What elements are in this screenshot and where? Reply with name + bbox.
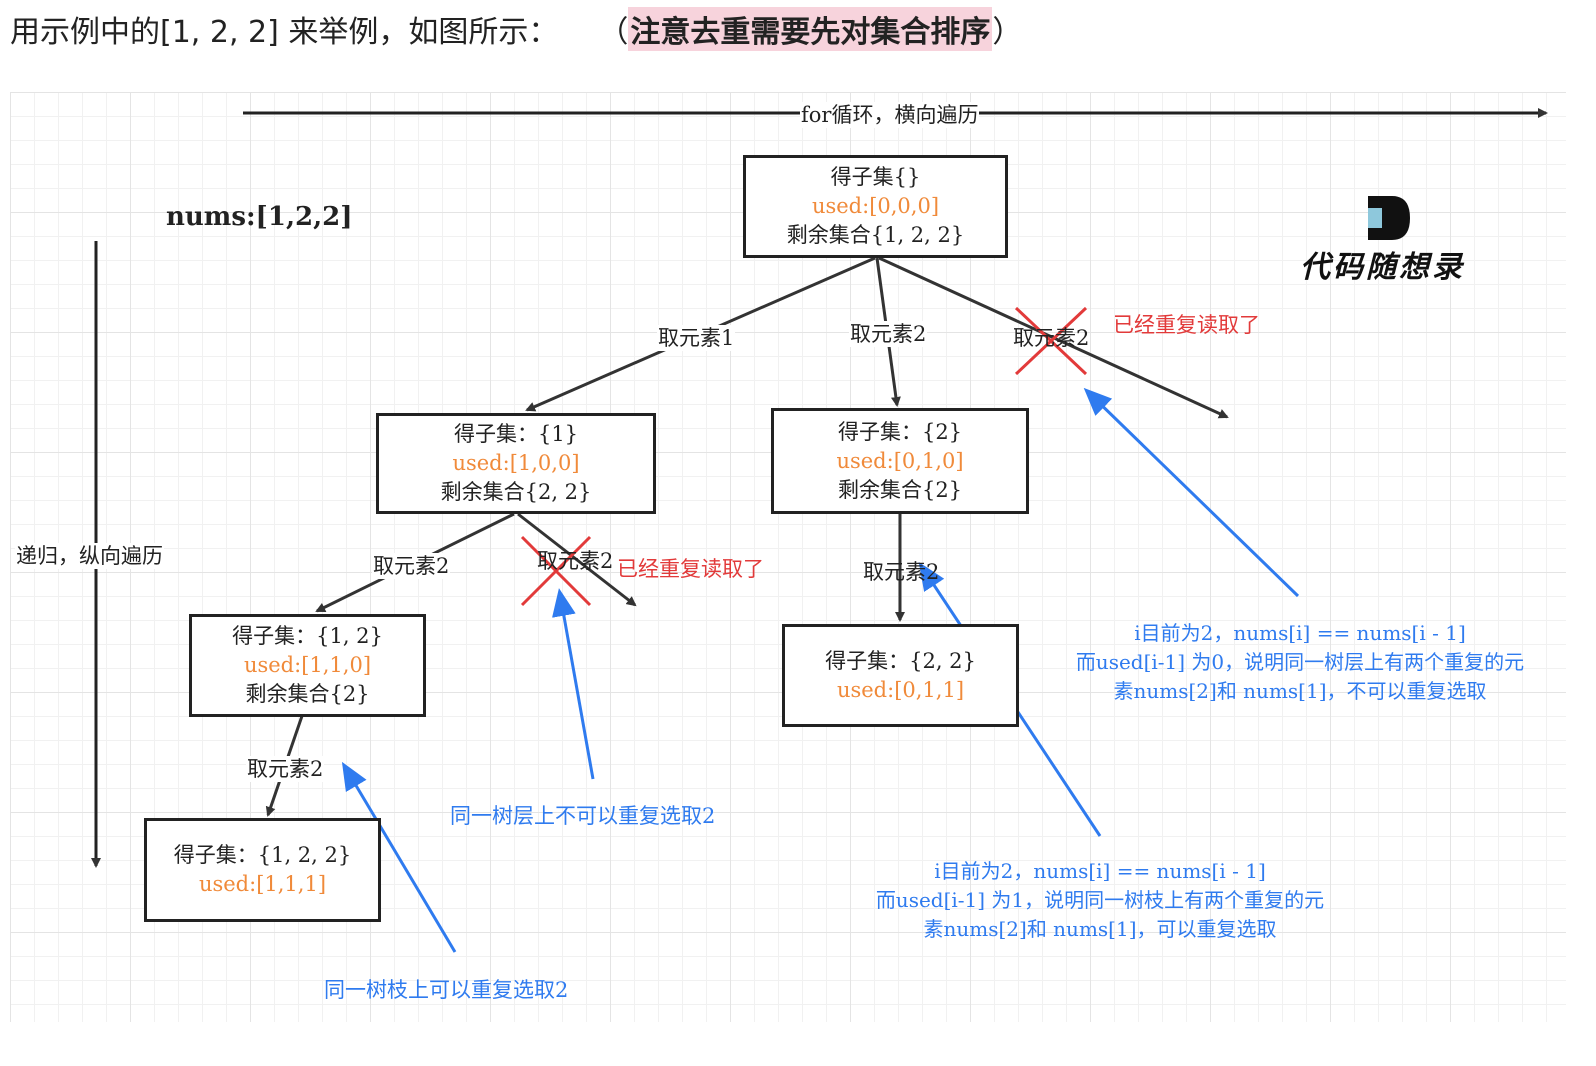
node-n22: 得子集：{2, 2} used:[0,1,1] [782,624,1019,727]
duplicate-note-top: 已经重复读取了 [1113,313,1260,337]
node-n1: 得子集：{1} used:[1,0,0] 剩余集合{2, 2} [376,413,656,514]
prune-cross-top [1014,306,1088,376]
note-mid: i目前为2，nums[i] == nums[i - 1] 而used[i-1] … [850,857,1350,944]
highlight-underlines [269,191,985,875]
node-n1-subset: 得子集：{1} [453,422,579,446]
node-n2-used: used:[0,1,0] [836,448,964,473]
node-n22-subset: 得子集：{2, 2} [825,648,976,673]
nums-label: nums:[1,2,2] [166,202,353,232]
node-n122: 得子集：{1, 2, 2} used:[1,1,1] [144,818,381,922]
edge-label-take2-d: 取元素2 [537,549,614,573]
recursion-label: 递归，纵向遍历 [15,543,164,569]
node-root-remaining: 剩余集合{1, 2, 2} [786,223,965,247]
intro-paren-close: ） [992,15,1023,50]
blue-arrow-right [1083,387,1300,598]
note-right: i目前为2，nums[i] == nums[i - 1] 而used[i-1] … [1050,619,1550,706]
edge-label-take2-a: 取元素2 [849,321,928,347]
edge-label-take2-c: 取元素2 [372,553,451,579]
node-n12: 得子集：{1, 2} used:[1,1,0] 剩余集合{2} [189,614,426,717]
note-mid-line3: 素nums[2]和 nums[1]，可以重复选取 [923,917,1277,941]
edge-label-take2-e: 取元素2 [863,560,940,584]
node-n1-remaining: 剩余集合{2, 2} [440,480,592,504]
edge-label-take2-b: 取元素2 [1013,326,1090,350]
note-tree-branch: 同一树枝上可以重复选取2 [324,978,569,1002]
note-mid-line1: i目前为2，nums[i] == nums[i - 1] [934,859,1266,883]
node-root-used: used:[0,0,0] [811,194,940,218]
intro-paren-open: （ [598,15,629,50]
note-right-line2: 而used[i-1] 为0，说明同一树层上有两个重复的元 [1075,650,1525,674]
node-root: 得子集{} used:[0,0,0] 剩余集合{1, 2, 2} [743,155,1008,258]
node-n2-subset: 得子集：{2} [837,419,963,444]
node-n122-used: used:[1,1,1] [198,872,327,896]
note-mid-line2: 而used[i-1] 为1，说明同一树枝上有两个重复的元 [875,888,1325,912]
intro-line: 用示例中的[1, 2, 2] 来举例，如图所示： （ 注意去重需要先对集合排序 … [10,7,1023,51]
duplicate-note-mid: 已经重复读取了 [617,557,764,581]
note-right-line3: 素nums[2]和 nums[1]，不可以重复选取 [1113,679,1487,703]
logo-text: 代码随想录 [1300,250,1465,285]
edge-label-take2-f: 取元素2 [246,756,325,782]
node-n12-subset: 得子集：{1, 2} [232,624,383,648]
blue-arrow-branch [341,761,457,953]
note-tree-level: 同一树层上不可以重复选取2 [450,804,716,828]
blue-arrow-level [552,588,595,780]
node-root-subset: 得子集{} [830,165,921,189]
prune-cross-mid [520,535,592,607]
for-loop-label: for循环，横向遍历 [800,102,980,128]
intro-highlight: 注意去重需要先对集合排序 [628,7,993,51]
edge-n1-pruned [517,512,637,607]
node-n22-used: used:[0,1,1] [836,677,965,702]
node-n12-remaining: 剩余集合{2} [245,682,370,706]
node-n2-remaining: 剩余集合{2} [837,477,963,502]
node-n122-subset: 得子集：{1, 2, 2} [173,843,352,867]
node-n12-used: used:[1,1,0] [243,653,372,677]
node-n1-used: used:[1,0,0] [452,451,580,475]
edge-label-take1: 取元素1 [657,325,736,351]
intro-text: 用示例中的[1, 2, 2] 来举例，如图所示： [10,15,559,50]
note-right-line1: i目前为2，nums[i] == nums[i - 1] [1134,621,1466,645]
node-n2: 得子集：{2} used:[0,1,0] 剩余集合{2} [771,408,1029,514]
